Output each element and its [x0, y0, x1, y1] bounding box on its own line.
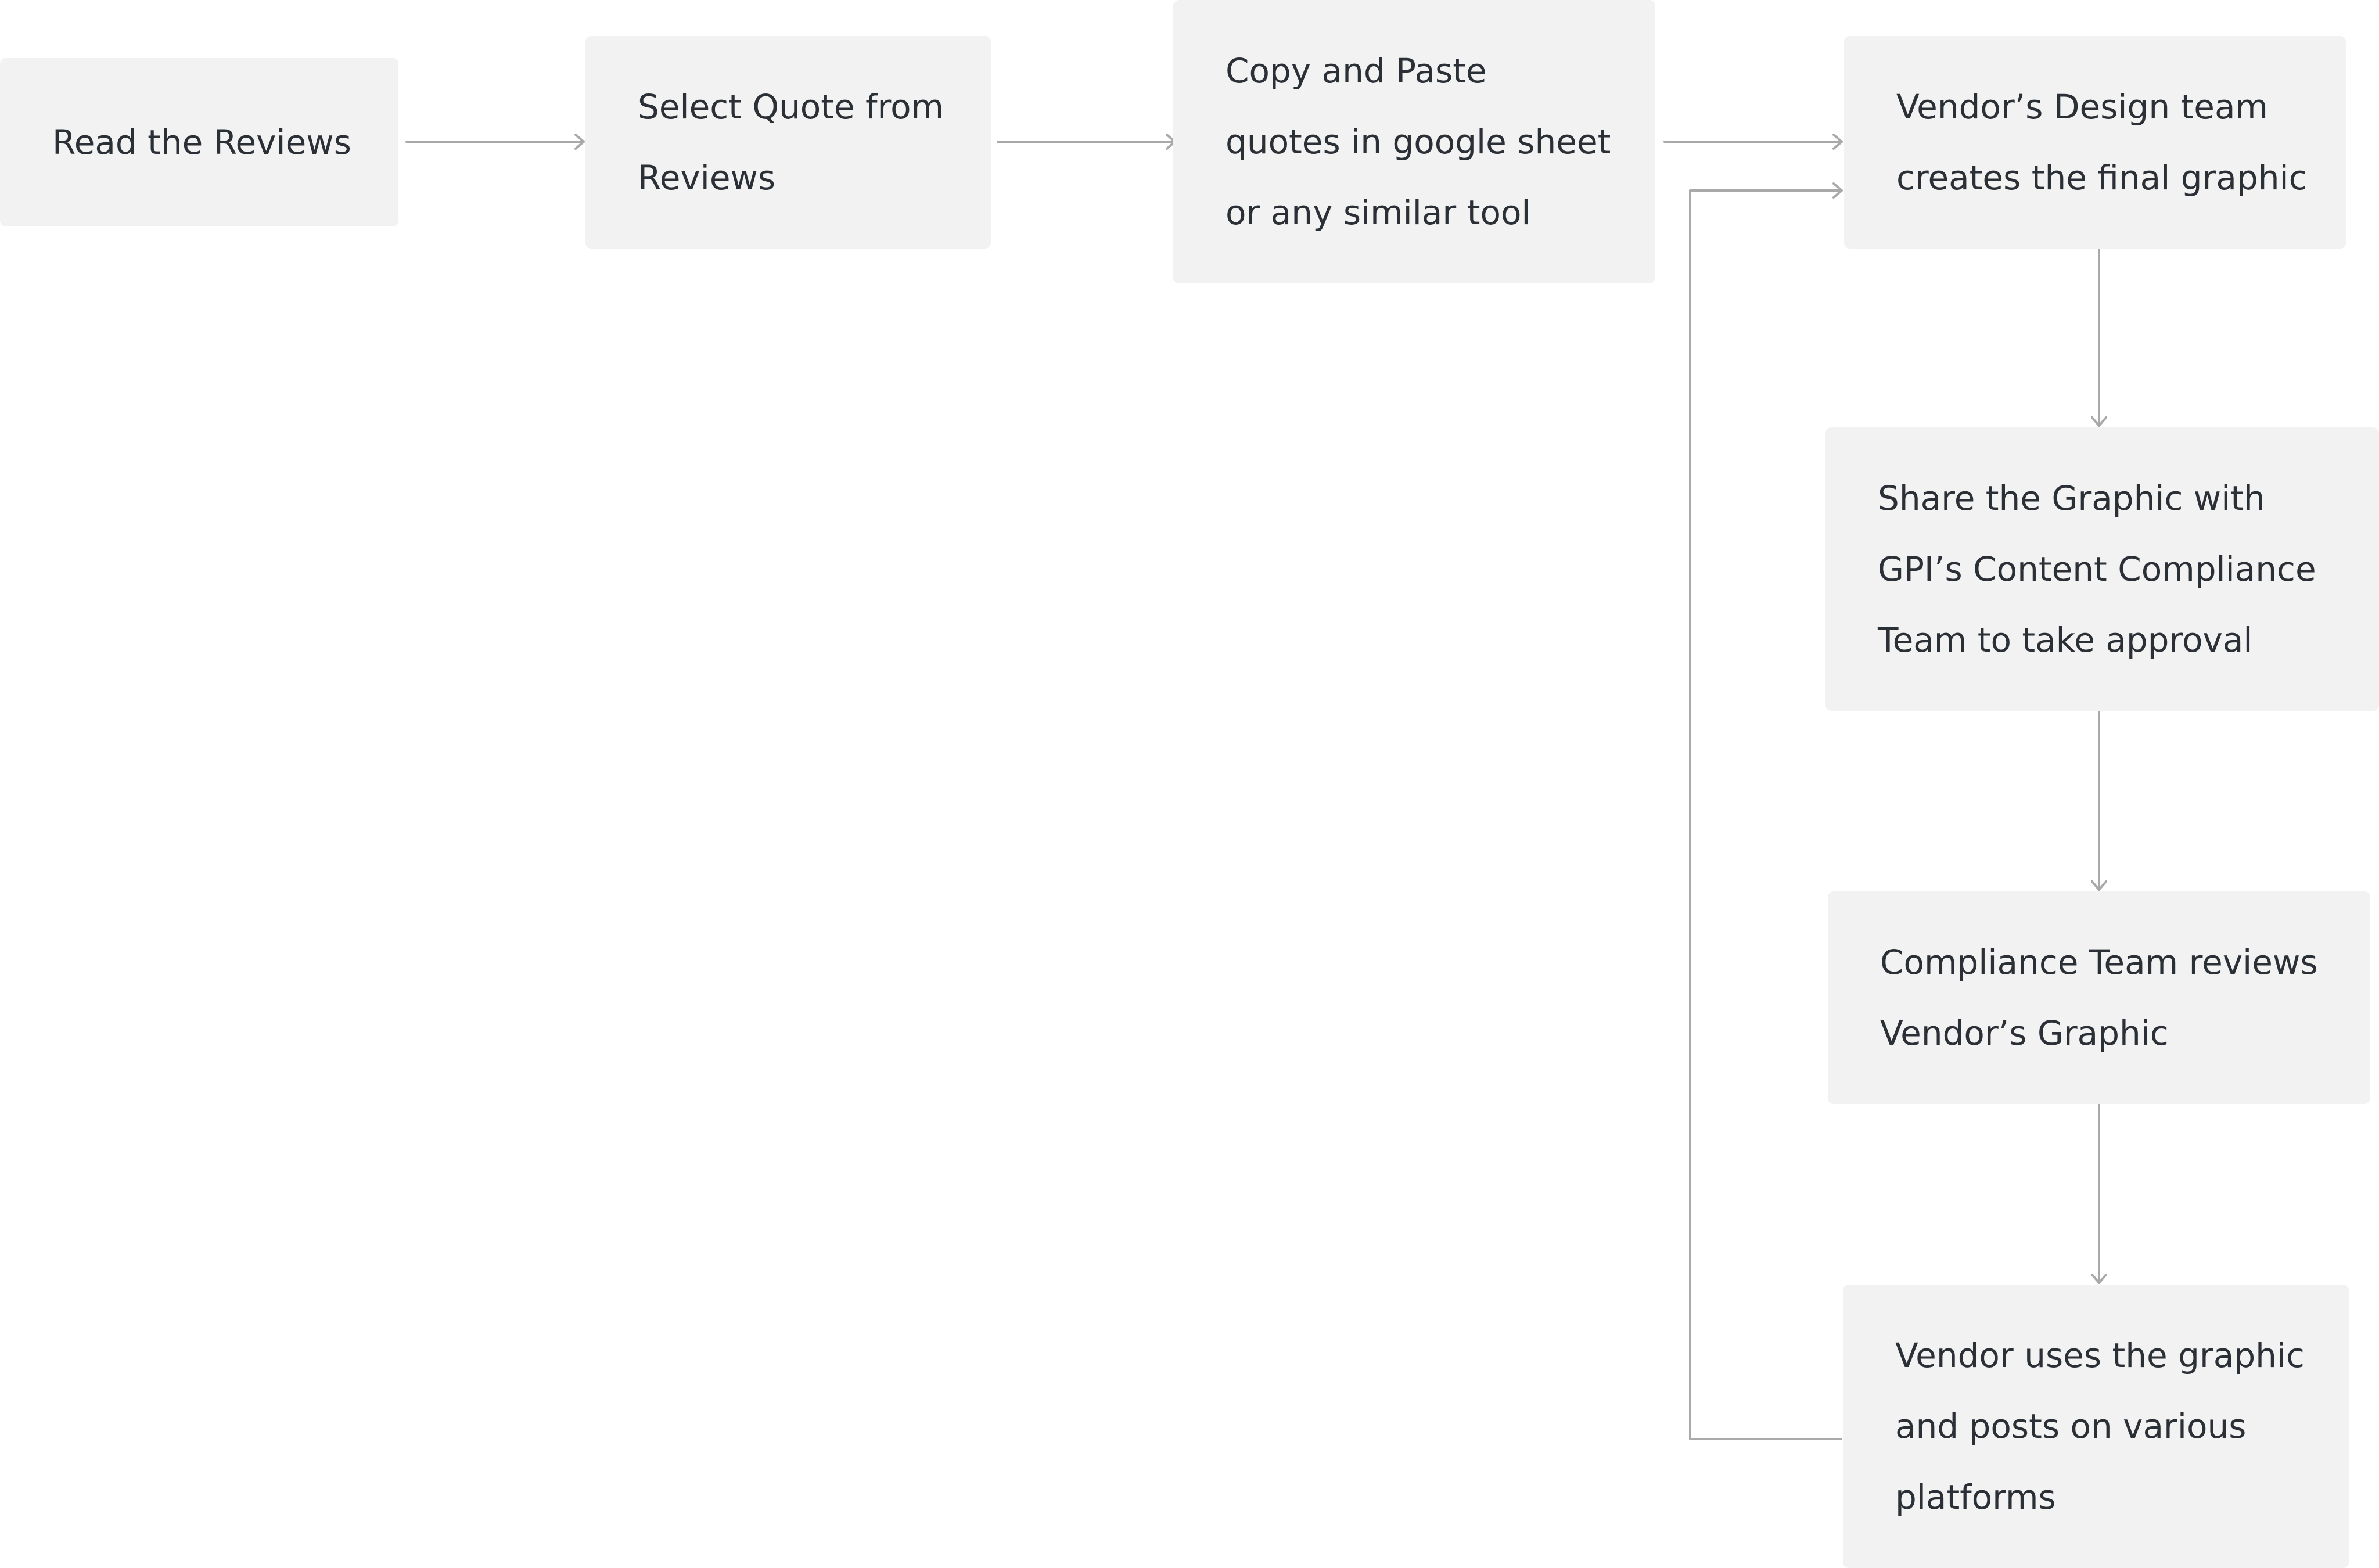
arrow-vendor-design-to-share: [2091, 247, 2107, 427]
node-copy-paste-line-3: or any similar tool: [1226, 193, 1531, 232]
node-share-graphic-line-3: Team to take approval: [1878, 620, 2253, 660]
node-copy-paste: Copy and Paste quotes in google sheet or…: [1173, 0, 1655, 283]
node-compliance-review-line-1: Compliance Team reviews: [1880, 943, 2318, 982]
node-vendor-uses-line-1: Vendor uses the graphic: [1895, 1336, 2305, 1375]
node-compliance-review-line-2: Vendor’s Graphic: [1880, 1013, 2169, 1053]
node-vendor-design: Vendor’s Design team creates the final g…: [1844, 36, 2346, 249]
node-copy-paste-line-1: Copy and Paste: [1226, 51, 1487, 91]
node-select-quote-line-1: Select Quote from: [638, 87, 944, 127]
node-vendor-uses: Vendor uses the graphic and posts on var…: [1843, 1285, 2349, 1568]
node-read-reviews-line-1: Read the Reviews: [52, 123, 351, 162]
arrow-share-to-compliance: [2091, 710, 2107, 891]
node-share-graphic: Share the Graphic with GPI’s Content Com…: [1825, 427, 2379, 711]
node-select-quote: Select Quote from Reviews: [585, 36, 991, 249]
node-copy-paste-line-2: quotes in google sheet: [1226, 122, 1611, 161]
arrow-read-to-select: [405, 134, 585, 150]
node-share-graphic-line-1: Share the Graphic with: [1878, 479, 2265, 518]
node-read-reviews: Read the Reviews: [0, 58, 398, 226]
arrow-compliance-to-vendor-uses: [2091, 1103, 2107, 1284]
node-vendor-design-line-1: Vendor’s Design team: [1896, 87, 2269, 127]
arrow-select-to-copy: [997, 134, 1176, 150]
node-vendor-uses-line-2: and posts on various: [1895, 1407, 2247, 1446]
arrow-loop-back-to-vendor-design: [1689, 182, 1843, 1440]
arrow-copy-to-vendor-design: [1663, 134, 1843, 150]
node-share-graphic-line-2: GPI’s Content Compliance: [1878, 549, 2316, 589]
node-compliance-review: Compliance Team reviews Vendor’s Graphic: [1828, 891, 2370, 1104]
node-vendor-design-line-2: creates the final graphic: [1896, 158, 2308, 197]
node-vendor-uses-line-3: platforms: [1895, 1477, 2056, 1517]
node-select-quote-line-2: Reviews: [638, 158, 776, 197]
